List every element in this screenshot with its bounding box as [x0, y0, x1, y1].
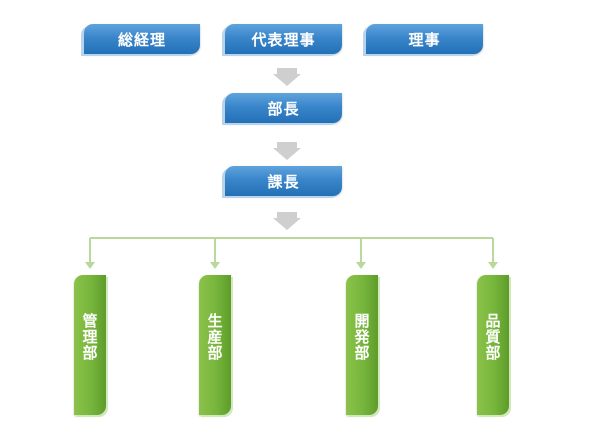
down-arrow-2: [273, 142, 301, 160]
branch-arrowheads: [85, 262, 498, 269]
role-label: 代表理事: [251, 30, 316, 49]
down-arrow-1: [273, 68, 301, 86]
branch-connector: [89, 237, 494, 264]
role-box-section-chief: 課長: [225, 166, 342, 196]
role-box-director: 理事: [366, 24, 483, 54]
dept-label: 品質部: [483, 313, 502, 361]
dept-box-development: 開発部: [346, 275, 378, 415]
role-label: 理事: [408, 30, 441, 49]
dept-label: 開発部: [352, 313, 371, 361]
role-box-representative-director: 代表理事: [225, 24, 342, 54]
role-box-department-head: 部長: [225, 93, 342, 123]
role-label: 総経理: [117, 30, 166, 49]
dept-label: 管理部: [80, 313, 99, 361]
role-box-general-manager: 総経理: [84, 24, 200, 54]
dept-box-quality: 品質部: [477, 275, 509, 415]
dept-box-production: 生産部: [199, 275, 231, 415]
dept-label: 生産部: [205, 313, 224, 361]
dept-box-administration: 管理部: [74, 275, 106, 415]
role-label: 課長: [267, 172, 300, 191]
down-arrow-3: [273, 212, 301, 230]
role-label: 部長: [267, 99, 300, 118]
